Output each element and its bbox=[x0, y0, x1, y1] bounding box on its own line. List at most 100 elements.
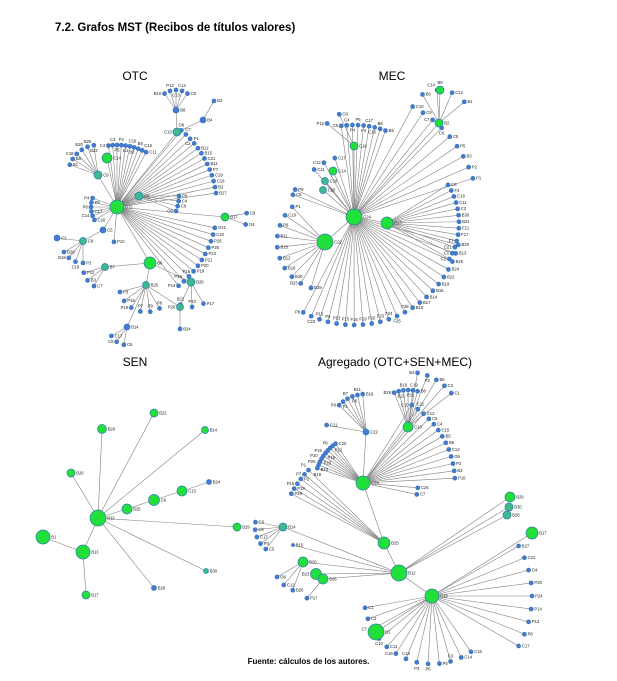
mec-edge bbox=[353, 216, 439, 285]
mec-node-marker bbox=[456, 212, 461, 218]
agg-node-marker bbox=[421, 411, 426, 417]
mec-node-label: C6 bbox=[439, 130, 445, 135]
mec-node-marker bbox=[450, 259, 455, 264]
sen-edge bbox=[97, 429, 206, 519]
agg-node-marker bbox=[415, 485, 421, 491]
mec-edge bbox=[353, 127, 375, 218]
otc-node-label: C14 bbox=[113, 155, 121, 160]
mec-node-label: B16 bbox=[436, 288, 444, 293]
mec-node-marker bbox=[454, 238, 460, 244]
otc-node-label: P26 bbox=[168, 304, 176, 309]
otc-node-label: B8 bbox=[180, 107, 186, 112]
agg-edge bbox=[335, 443, 364, 484]
mec-node-label: C23 bbox=[307, 319, 315, 324]
otc-node-label: B11 bbox=[210, 161, 218, 166]
otc-node-label: C8 bbox=[191, 91, 197, 96]
otc-edge bbox=[138, 195, 178, 207]
otc-edge bbox=[202, 100, 215, 121]
mec-edge bbox=[386, 222, 459, 229]
agg-node-marker bbox=[425, 661, 431, 667]
otc-node-marker bbox=[134, 191, 144, 201]
otc-node-marker bbox=[118, 142, 124, 148]
source-note: Fuente: cálculos de los autores. bbox=[247, 657, 370, 666]
otc-edge bbox=[126, 284, 147, 328]
agg-edge bbox=[300, 478, 385, 544]
mec-node-marker bbox=[292, 187, 298, 192]
agg-node-marker bbox=[448, 454, 454, 459]
otc-node-marker bbox=[85, 278, 90, 283]
agg-edge bbox=[315, 572, 400, 575]
otc-node-marker bbox=[123, 323, 131, 331]
mec-node-label: C16 bbox=[368, 130, 376, 135]
otc-node-label: P26 bbox=[214, 238, 222, 243]
mec-node-marker bbox=[456, 219, 462, 225]
otc-node-label: B6 bbox=[76, 156, 82, 161]
mec-edge bbox=[353, 166, 469, 218]
agg-edge bbox=[362, 436, 443, 484]
agg-edge bbox=[362, 482, 417, 495]
mec-edge bbox=[353, 145, 458, 218]
mec-node-label: C5 bbox=[333, 123, 339, 128]
mec-node-marker bbox=[361, 123, 366, 128]
mec-node-label: C6 bbox=[451, 182, 457, 187]
agg-edge bbox=[362, 470, 455, 484]
agg-node-marker bbox=[405, 387, 411, 393]
mec-edge bbox=[422, 94, 440, 124]
otc-node-label: B3 bbox=[91, 278, 97, 283]
agg-edge bbox=[319, 461, 364, 484]
mec-edge bbox=[386, 222, 453, 254]
sen-node-marker bbox=[35, 529, 51, 545]
agg-node-label: P24 bbox=[535, 593, 543, 598]
agg-edge bbox=[347, 398, 367, 433]
mec-edge bbox=[353, 216, 456, 254]
otc-node-label: P12 bbox=[87, 270, 95, 275]
otc-node-label: P19 bbox=[197, 269, 205, 274]
mec-node-marker bbox=[453, 200, 459, 205]
otc-node-marker bbox=[211, 98, 217, 104]
otc-edge bbox=[116, 148, 139, 208]
agg-edge bbox=[302, 561, 400, 574]
agg-node-label: C21 bbox=[330, 422, 338, 427]
mec-node-marker bbox=[311, 167, 317, 172]
mec-node-label: C13 bbox=[394, 220, 402, 225]
agg-node-label: B20 bbox=[309, 559, 317, 564]
mec-edge bbox=[438, 92, 453, 124]
mec-node-label: F7 bbox=[449, 238, 455, 243]
otc-node-label: B5 bbox=[138, 141, 144, 146]
agg-edge bbox=[362, 431, 367, 484]
otc-node-label: P8 bbox=[157, 300, 163, 305]
agg-edge bbox=[255, 526, 284, 530]
agg-edge bbox=[362, 442, 446, 484]
otc-node-label: C19 bbox=[215, 173, 223, 178]
mec-node-marker bbox=[282, 213, 288, 218]
mec-node-label: P8 bbox=[295, 310, 301, 315]
agg-node-label: B17 bbox=[539, 530, 547, 535]
sen-node-marker bbox=[203, 568, 209, 574]
sen-node-marker bbox=[201, 426, 209, 434]
agg-node-label: B4 bbox=[409, 370, 415, 375]
agg-edge bbox=[292, 544, 400, 574]
otc-node-label: C9 bbox=[103, 172, 109, 177]
mec-edge bbox=[353, 127, 442, 218]
mec-edge bbox=[326, 123, 355, 147]
mec-edge bbox=[353, 126, 370, 218]
agg-node-label: P25 bbox=[308, 459, 316, 464]
mec-node-label: P4 bbox=[350, 128, 356, 133]
otc-node-label: C8 bbox=[88, 238, 94, 243]
agg-edge bbox=[431, 532, 533, 597]
otc-node-label: B18 bbox=[58, 255, 66, 260]
otc-node-marker bbox=[110, 142, 116, 148]
agg-edge bbox=[297, 483, 385, 544]
mec-edge bbox=[319, 216, 355, 320]
mec-node-label: P10 bbox=[316, 311, 324, 316]
sen-node-label: B20 bbox=[108, 426, 116, 431]
agg-node-label: C10 bbox=[375, 641, 383, 646]
mec-node-marker bbox=[345, 208, 363, 226]
mec-node-marker bbox=[430, 117, 436, 123]
agg-node-marker bbox=[360, 391, 366, 397]
otc-node-marker bbox=[210, 232, 216, 237]
otc-node-marker bbox=[85, 144, 90, 150]
mec-node-label: B19 bbox=[442, 281, 450, 286]
agg-node-label: C10 bbox=[401, 402, 409, 407]
agg-node-label: C11 bbox=[390, 644, 398, 649]
